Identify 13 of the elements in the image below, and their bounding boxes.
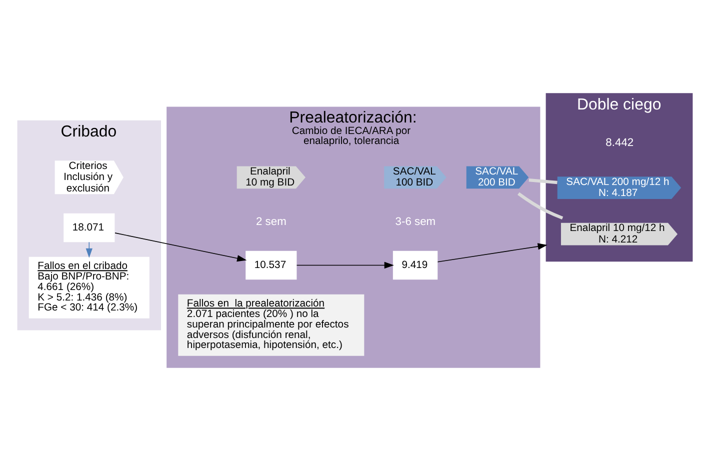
arrow — [437, 242, 548, 262]
label: 8.442 — [606, 136, 634, 149]
node-box: 9.419 — [392, 250, 438, 280]
arrow — [114, 232, 247, 262]
node-box: Fallos en la prealeatorización 2.071 pacientes (20% ) no la superan principalmente por efectos adversos (disfunción renal, hiperpotasemia, hipotensión, etc.) — [178, 294, 364, 356]
node-box: Fallos en el cribado Bajo BNP/Pro-BNP: 4.661 (26%) K > 5.2: 1.436 (8%) FGe < 30: 414 (2.3%) — [28, 256, 150, 318]
arrow — [296, 261, 394, 268]
node-label: 3-6 sem — [395, 216, 436, 228]
node-box: 10.537 — [246, 250, 297, 280]
connector — [528, 178, 558, 184]
node-label: 2 sem — [256, 216, 286, 228]
arrow — [86, 241, 92, 258]
node-box: 18.071 — [64, 212, 115, 242]
